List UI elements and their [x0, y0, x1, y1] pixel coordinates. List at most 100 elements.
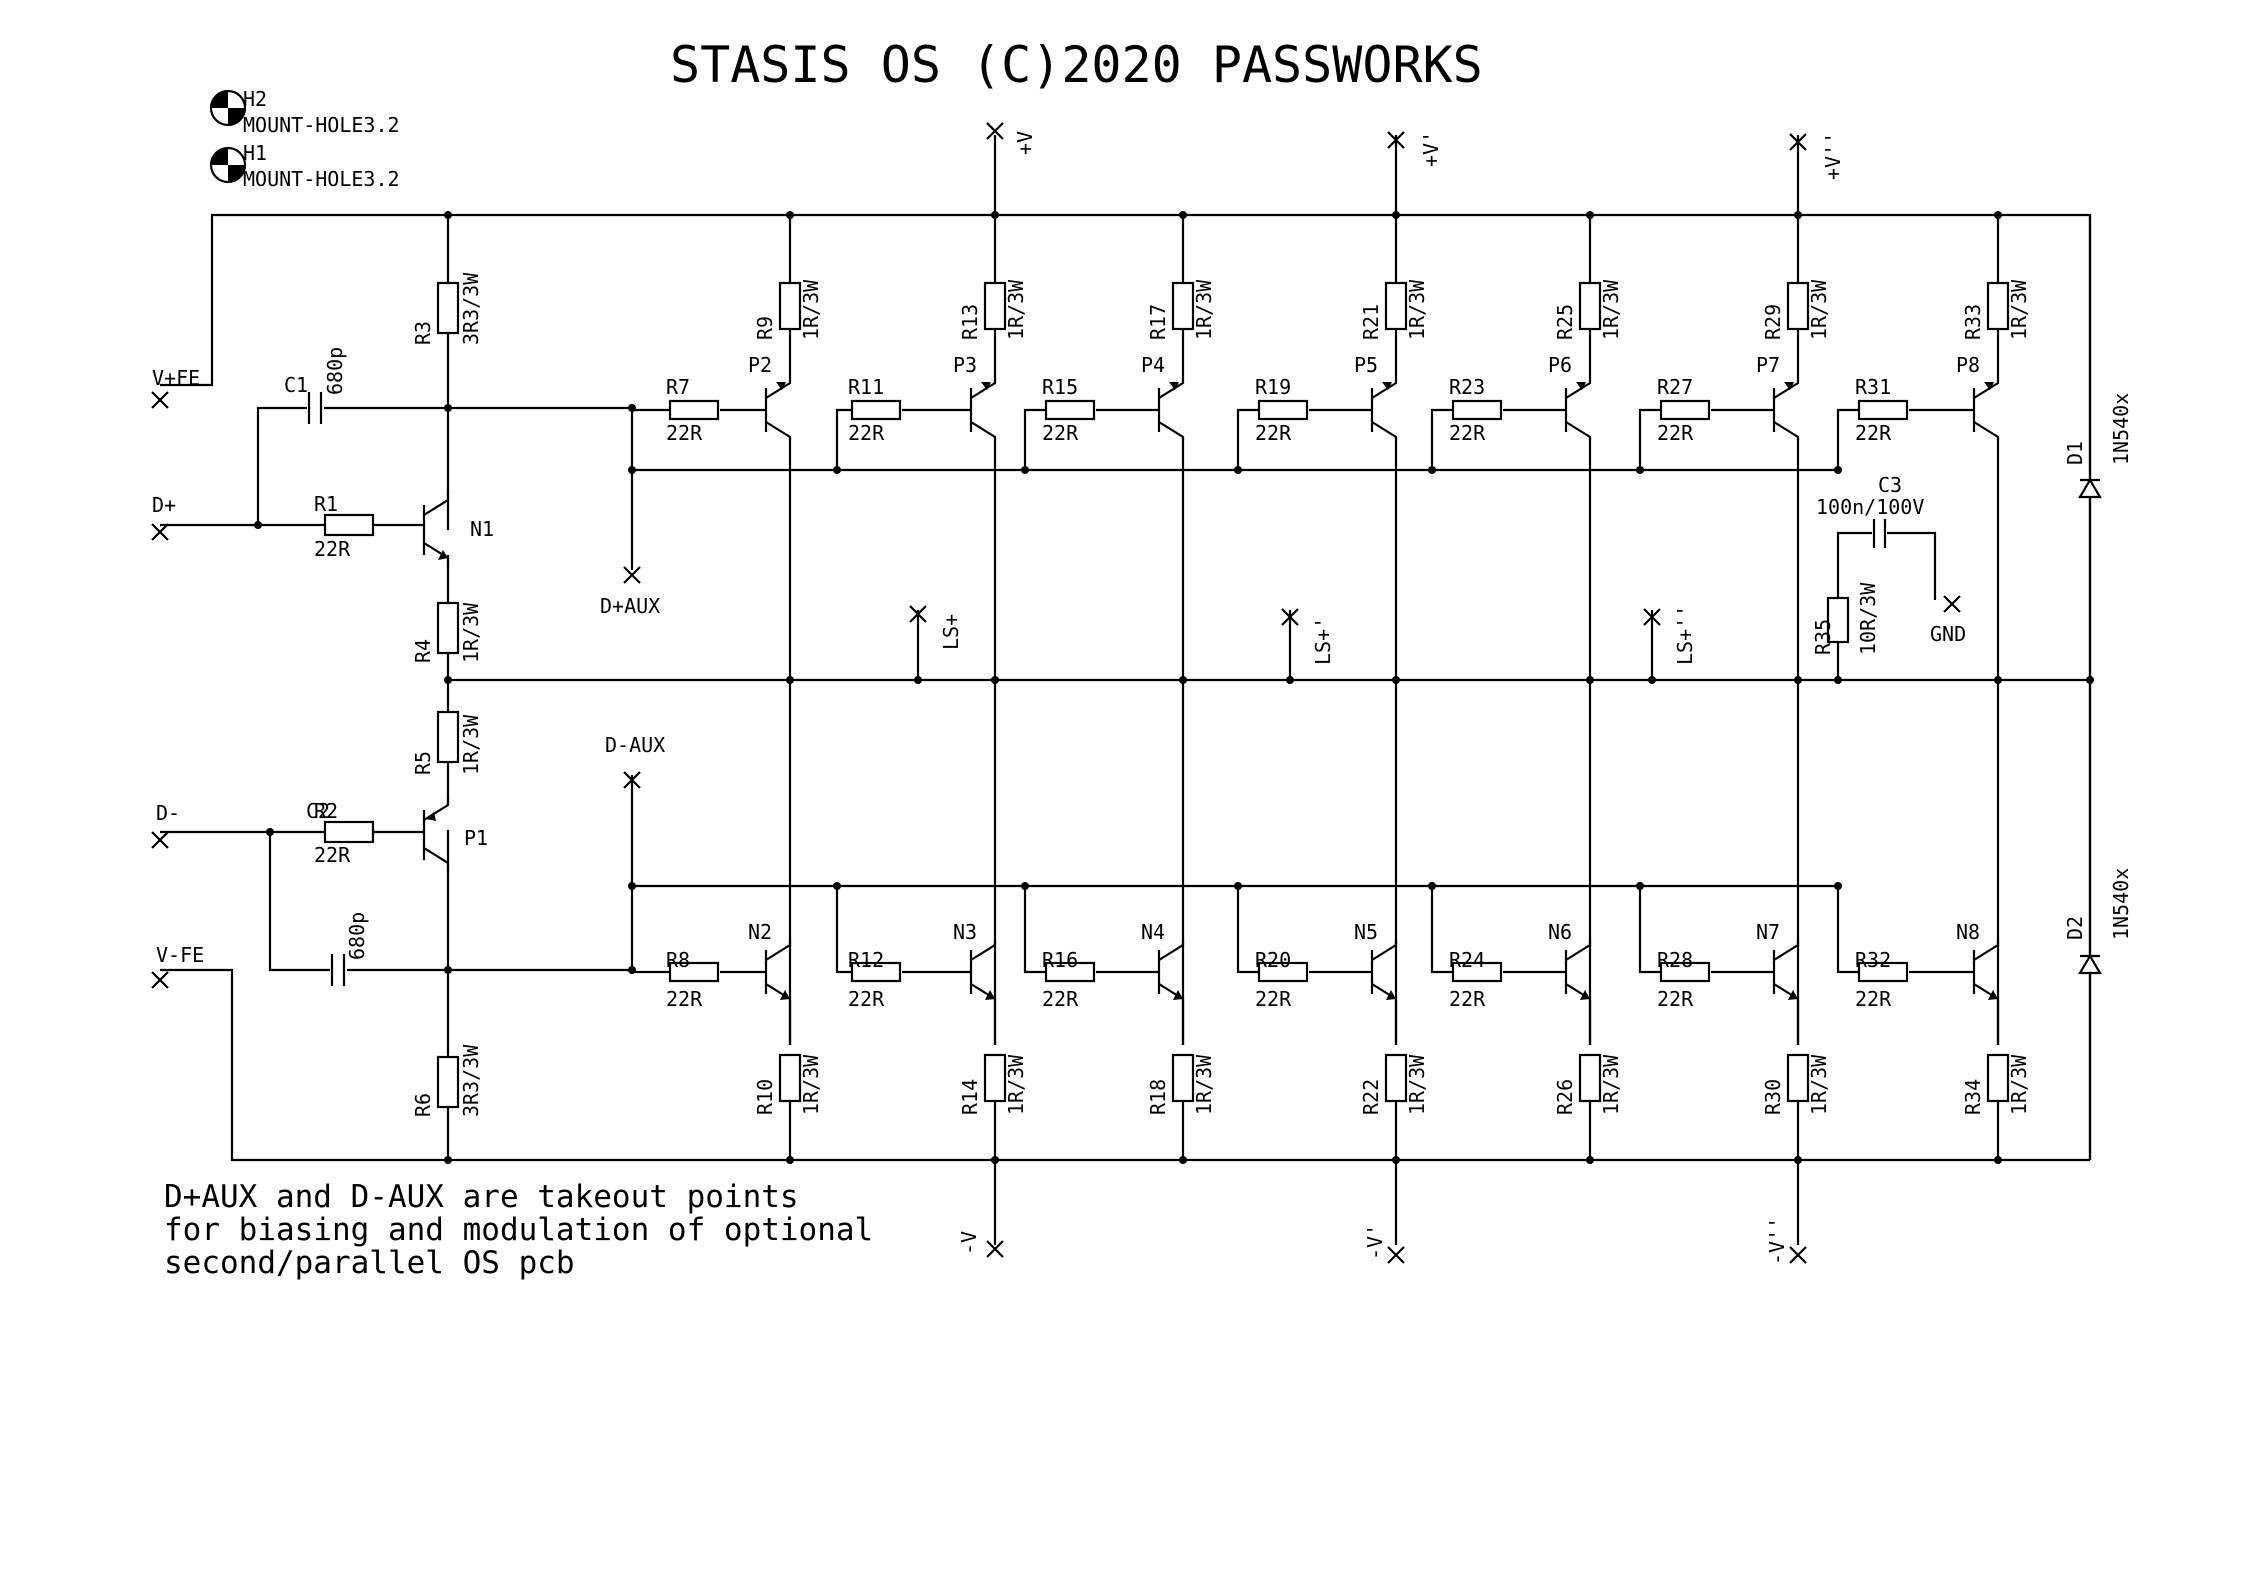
- resistor-r12: [850, 961, 902, 983]
- note-line-3: second/parallel OS pcb: [164, 1245, 575, 1281]
- r3-ref: R3: [411, 321, 435, 345]
- transistor-p3-icon: [981, 382, 991, 390]
- d1-value: 1N540x: [2109, 393, 2133, 465]
- resistor-r11: [850, 399, 902, 421]
- rail-neg-1: -V: [957, 1231, 981, 1255]
- stage-label-p7: P7: [1756, 353, 1780, 377]
- d2-value: 1N540x: [2109, 868, 2133, 940]
- stage-label-p5: P5: [1354, 353, 1378, 377]
- gate-value-r24: 22R: [1449, 987, 1486, 1011]
- gate-ref-r19: R19: [1255, 375, 1291, 399]
- transistor-n7-icon: [1788, 990, 1798, 1000]
- gate-value-r7: 22R: [666, 421, 703, 445]
- resistor-r33: [1986, 281, 2010, 331]
- emitter-ref-r33: R33: [1961, 304, 1985, 340]
- port-d-plus: D+: [152, 493, 176, 517]
- schematic-title: STASIS OS (C)2020 PASSWORKS: [670, 36, 1483, 94]
- resistor-r18: [1171, 1053, 1195, 1103]
- gate-ref-r27: R27: [1657, 375, 1693, 399]
- resistor-r16: [1044, 961, 1096, 983]
- emitter-ref-r30: R30: [1761, 1079, 1785, 1115]
- emitter-value-r34: 1R/3W: [2007, 1054, 2031, 1115]
- rail-pos-1: +V: [1013, 131, 1037, 155]
- mount-hole-h2-ref: H2: [243, 87, 267, 111]
- transistor-p6-icon: [1576, 382, 1586, 390]
- resistor-r3: [436, 281, 460, 335]
- c3-ref: C3: [1878, 473, 1902, 497]
- emitter-value-r13: 1R/3W: [1004, 279, 1028, 340]
- gate-ref-r8: R8: [666, 948, 690, 972]
- r5-value: 1R/3W: [459, 714, 483, 775]
- c3-value: 100n/100V: [1816, 495, 1924, 519]
- resistor-r5: [436, 710, 460, 764]
- diode-d1-icon: [2078, 477, 2102, 499]
- emitter-value-r33: 1R/3W: [2007, 279, 2031, 340]
- emitter-value-r29: 1R/3W: [1807, 279, 1831, 340]
- c2-value: 680p: [345, 912, 369, 960]
- wiring: [160, 213, 2092, 1162]
- resistor-r35: [1826, 596, 1850, 644]
- stage-label-n8: N8: [1956, 920, 1980, 944]
- terminal-markers: [151, 122, 1961, 1264]
- transistor-n4-icon: [1173, 990, 1183, 1000]
- resistor-r14: [983, 1053, 1007, 1103]
- rail-pos-2: +V': [1419, 131, 1443, 167]
- mount-hole-h2-icon: [209, 89, 247, 127]
- transistor-p2-icon: [776, 382, 786, 390]
- port-v-minus-fe: V-FE: [156, 943, 204, 967]
- emitter-ref-r10: R10: [753, 1079, 777, 1115]
- gate-value-r11: 22R: [848, 421, 885, 445]
- capacitor-c3: [1872, 519, 1887, 548]
- mount-hole-h2-value: MOUNT-HOLE3.2: [243, 113, 400, 137]
- transistor-p5-icon: [1382, 382, 1392, 390]
- resistor-r29: [1786, 281, 1810, 331]
- stage-label-n3: N3: [953, 920, 977, 944]
- stage-label-n5: N5: [1354, 920, 1378, 944]
- gate-ref-r28: R28: [1657, 948, 1693, 972]
- resistor-r13: [983, 281, 1007, 331]
- emitter-value-r14: 1R/3W: [1004, 1054, 1028, 1115]
- resistor-r32: [1857, 961, 1909, 983]
- n1-ref: N1: [470, 517, 494, 541]
- resistor-r15: [1044, 399, 1096, 421]
- stage-label-n4: N4: [1141, 920, 1165, 944]
- resistor-r2: [323, 820, 375, 844]
- r35-ref: R35: [1811, 619, 1835, 655]
- resistor-r7: [668, 399, 720, 421]
- gate-ref-r7: R7: [666, 375, 690, 399]
- port-ls-2: LS+': [1311, 617, 1335, 665]
- resistor-r34: [1986, 1053, 2010, 1103]
- d1-ref: D1: [2063, 441, 2087, 465]
- emitter-ref-r14: R14: [958, 1079, 982, 1115]
- emitter-ref-r22: R22: [1359, 1079, 1383, 1115]
- transistor-n1-icon: [422, 490, 450, 568]
- r2-value: 22R: [314, 843, 351, 867]
- emitter-value-r30: 1R/3W: [1807, 1054, 1831, 1115]
- rail-neg-2: -V': [1363, 1224, 1387, 1260]
- resistor-r22: [1384, 1053, 1408, 1103]
- gate-value-r27: 22R: [1657, 421, 1694, 445]
- stage-label-p8: P8: [1956, 353, 1980, 377]
- emitter-value-r22: 1R/3W: [1405, 1054, 1429, 1115]
- gate-ref-r15: R15: [1042, 375, 1078, 399]
- rail-pos-3: +V'': [1821, 132, 1845, 180]
- resistor-r27: [1659, 399, 1711, 421]
- emitter-ref-r34: R34: [1961, 1079, 1985, 1115]
- r6-ref: R6: [411, 1093, 435, 1117]
- r5-ref: R5: [411, 751, 435, 775]
- resistor-r4: [436, 601, 460, 655]
- resistor-r17: [1171, 281, 1195, 331]
- transistor-p4-icon: [1169, 382, 1179, 390]
- resistor-r10: [778, 1053, 802, 1103]
- emitter-value-r17: 1R/3W: [1192, 279, 1216, 340]
- c1-ref: C1: [284, 373, 308, 397]
- transistor-n8-icon: [1988, 990, 1998, 1000]
- gate-value-r28: 22R: [1657, 987, 1694, 1011]
- gate-value-r8: 22R: [666, 987, 703, 1011]
- emitter-ref-r13: R13: [958, 304, 982, 340]
- p1-ref: P1: [464, 826, 488, 850]
- capacitor-c1: [307, 392, 323, 424]
- port-ls-3: LS+'': [1673, 605, 1697, 665]
